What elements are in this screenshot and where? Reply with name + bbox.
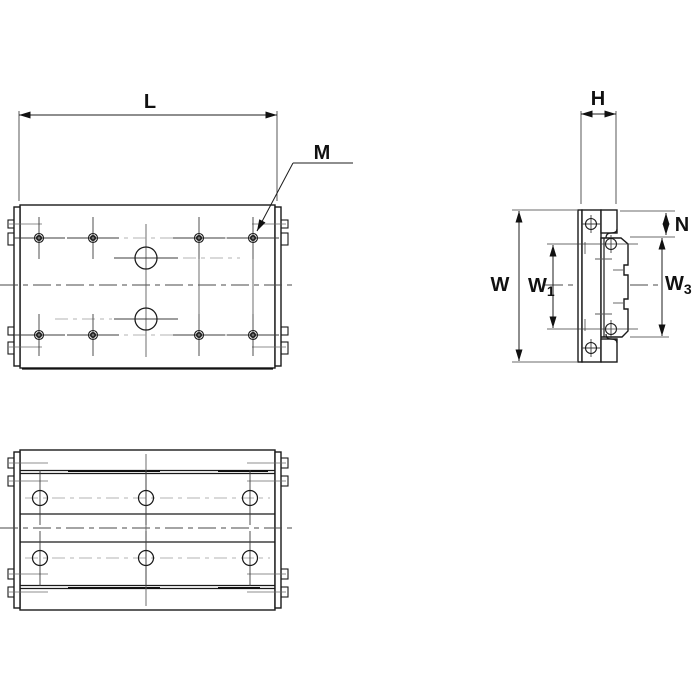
rail-hole [241, 531, 259, 586]
top-view-centerlines [0, 223, 292, 357]
mount-hole [14, 314, 65, 356]
mount-hole [67, 217, 119, 259]
rail-hole [31, 531, 49, 586]
mount-hole [67, 314, 119, 356]
callout-M: M [256, 142, 353, 232]
front-view-centerlines [0, 454, 292, 606]
rail-hole [137, 531, 155, 586]
top-view [0, 204, 292, 370]
dim-label-L: L [144, 91, 156, 113]
dim-width-W: W [491, 209, 577, 363]
front-view-rail-lines [20, 469, 275, 590]
top-view-right-strip [274, 206, 282, 367]
top-view-left-strip [13, 206, 21, 367]
dim-label-N: N [675, 214, 689, 236]
center-holes [114, 246, 178, 331]
dim-label-M: M [314, 142, 331, 164]
side-view-table-plate [581, 209, 602, 363]
side-view-rail [600, 237, 629, 338]
front-view [0, 449, 292, 611]
front-view-left-strip [13, 451, 21, 609]
top-view-body [19, 204, 276, 369]
rail-hole [241, 470, 259, 525]
front-view-holes [31, 470, 259, 586]
top-view-tabs [7, 219, 289, 355]
screw [582, 215, 601, 233]
dim-width-W3: W3 [630, 238, 692, 338]
screw [582, 339, 601, 357]
mount-hole [173, 314, 225, 356]
mount-hole [14, 217, 65, 259]
mount-holes [14, 217, 279, 356]
dim-length-L: L [18, 91, 278, 201]
dim-label-H: H [591, 88, 605, 110]
front-view-body [19, 449, 276, 611]
mount-hole [173, 217, 225, 259]
rail-hole [31, 470, 49, 525]
front-view-right-strip [274, 451, 282, 609]
dim-height-H: H [580, 88, 617, 204]
dim-width-W1: W1 [528, 243, 638, 330]
side-view-bottom-block [600, 338, 618, 363]
dim-label-W: W [491, 274, 510, 296]
dim-label-W3: W3 [665, 273, 692, 297]
side-view-top-block [600, 209, 618, 234]
dim-offset-N: N [620, 210, 689, 238]
mount-hole [227, 217, 279, 259]
rail-hole [137, 470, 155, 525]
mount-hole [227, 314, 279, 356]
side-view [545, 209, 658, 363]
dim-label-W1: W1 [528, 275, 555, 299]
